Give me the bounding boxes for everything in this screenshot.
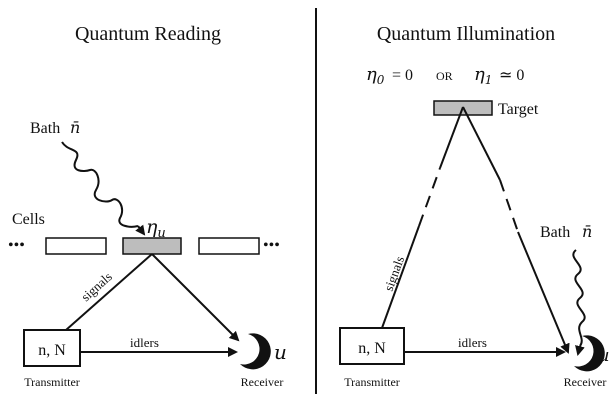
right-signal-line-solid-low <box>381 225 420 329</box>
right-signal-line-solid-high <box>439 106 464 169</box>
left-receiver-label: Receiver <box>241 375 284 389</box>
target-label: Target <box>498 101 539 118</box>
left-signals-label: signals <box>78 269 115 304</box>
cell-1 <box>45 237 107 255</box>
right-bath-label: Bath <box>540 224 570 241</box>
right-transmitter-box-text: n, N <box>358 340 386 357</box>
right-signal-line-dashed <box>418 167 441 227</box>
right-return-line-dashed <box>499 179 519 233</box>
right-transmitter-label: Transmitter <box>344 375 400 389</box>
right-receiver-label: Receiver <box>564 375 607 389</box>
left-title: Quantum Reading <box>75 23 221 45</box>
left-bath-label: Bath <box>30 120 60 137</box>
left-transmitter-box <box>23 329 81 367</box>
eta1-symbol: η1 <box>474 64 492 87</box>
right-transmitter-box <box>339 327 405 365</box>
right-panel: Quantum Illumination η0 = 0 OR η1 ≃ 0 Ta… <box>339 23 610 389</box>
cell-3 <box>198 237 260 255</box>
right-output-symbol: u <box>598 345 610 366</box>
left-receiver-icon <box>240 333 271 370</box>
eta1-value: ≃ 0 <box>499 67 524 84</box>
left-panel: Quantum Reading Bath n̄ Cells ••• ••• ηu… <box>8 23 287 389</box>
or-label: OR <box>436 69 453 83</box>
left-transmitter-label: Transmitter <box>24 375 80 389</box>
eta0-symbol: η0 <box>366 64 385 87</box>
left-transmitter-box-text: n, N <box>38 342 66 359</box>
right-idlers-label: idlers <box>458 335 487 350</box>
right-return-line-solid-low <box>517 231 570 354</box>
eta-u-symbol: ηu <box>146 216 166 241</box>
right-signals-label: signals <box>381 254 407 293</box>
eta0-value: = 0 <box>392 67 413 84</box>
cell-target <box>122 237 182 255</box>
left-signal-line <box>65 253 153 331</box>
left-return-line <box>151 253 240 342</box>
right-receiver-icon <box>574 335 605 372</box>
right-bath-arrow <box>575 345 585 356</box>
left-bath-symbol: n̄ <box>70 118 80 137</box>
cells-label: Cells <box>12 211 45 228</box>
right-bath-wave <box>572 249 586 347</box>
left-output-symbol: u <box>274 340 287 364</box>
right-return-line-solid-high <box>462 106 501 181</box>
left-bath-wave <box>61 141 139 228</box>
left-dots: ••• <box>8 237 25 254</box>
right-bath-symbol: n̄ <box>582 222 592 241</box>
left-bath-arrow <box>135 224 146 236</box>
left-idlers-label: idlers <box>130 335 159 350</box>
right-title: Quantum Illumination <box>377 23 555 45</box>
right-dots: ••• <box>263 237 280 254</box>
